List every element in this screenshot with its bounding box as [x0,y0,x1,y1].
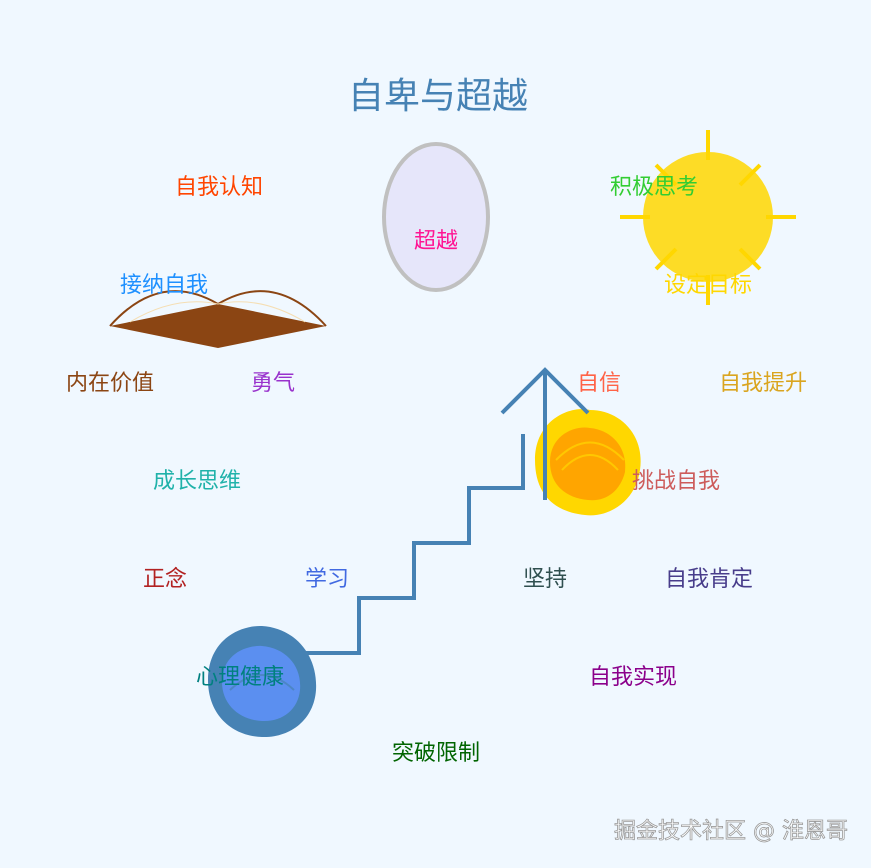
label-inner-value: 内在价值 [66,371,154,396]
label-accept-self: 接纳自我 [120,273,208,298]
label-self-affirmation: 自我肯定 [665,567,753,592]
label-break-limits: 突破限制 [392,741,480,766]
label-mindfulness: 正念 [143,567,187,592]
label-self-improve: 自我提升 [719,371,807,396]
staircase-arrow-icon [305,367,590,655]
label-set-goals: 设定目标 [664,273,752,298]
label-transcend: 超越 [414,229,458,254]
label-positive-thinking: 积极思考 [610,175,698,200]
label-mental-health: 心理健康 [196,665,284,690]
label-challenge-self: 挑战自我 [632,469,720,494]
egg-icon [382,142,490,292]
diagram-title: 自卑与超越 [348,76,528,117]
sun-icon [620,130,796,305]
open-book-icon [109,290,327,348]
label-self-awareness: 自我认知 [175,175,263,200]
label-self-realization: 自我实现 [589,665,677,690]
label-courage: 勇气 [251,371,295,396]
watermark: 掘金技术社区 @ 淮恩哥 [614,819,848,844]
label-growth-mindset: 成长思维 [153,469,241,494]
label-persistence: 坚持 [523,567,567,592]
blue-heart-icon [208,625,317,738]
gold-heart-icon [535,409,641,516]
label-confidence: 自信 [577,371,621,396]
label-learning: 学习 [305,567,349,592]
